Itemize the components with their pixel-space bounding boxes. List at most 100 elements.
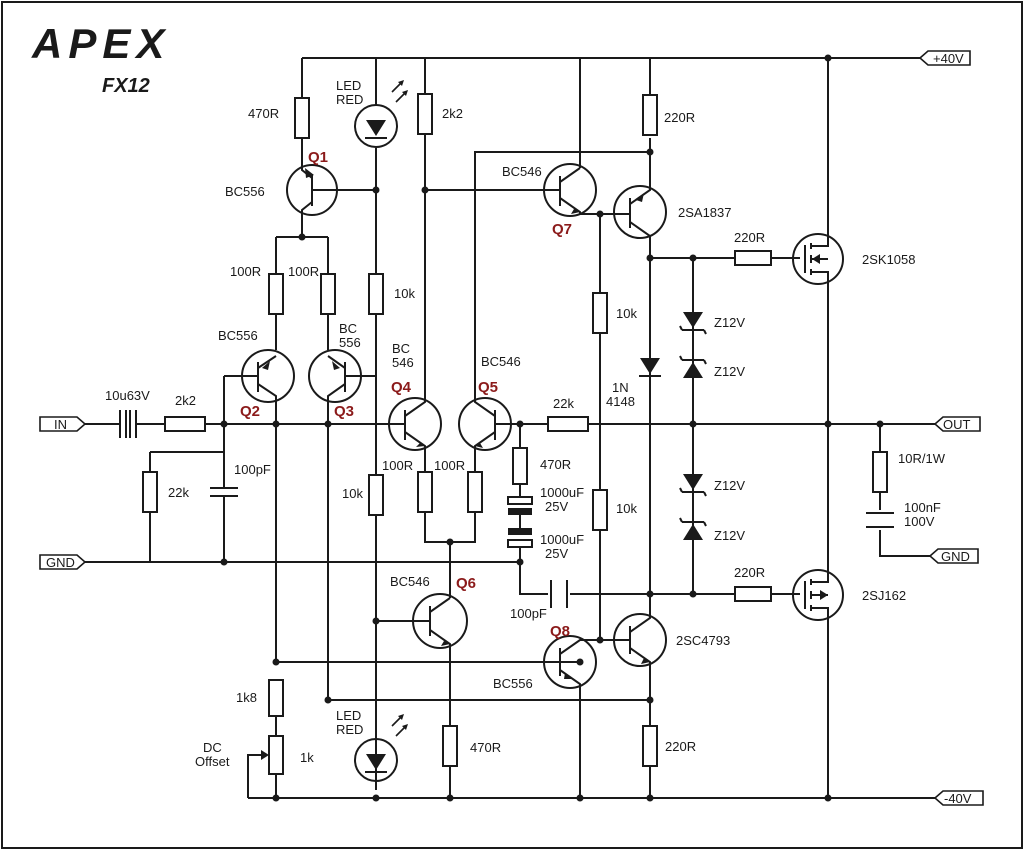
svg-text:546: 546 (392, 355, 414, 370)
svg-text:100nF: 100nF (904, 500, 941, 515)
svg-text:220R: 220R (664, 110, 695, 125)
svg-text:2SC4793: 2SC4793 (676, 633, 730, 648)
resistor-100r-q3: 100R (288, 264, 336, 315)
svg-text:22k: 22k (168, 485, 189, 500)
capacitor-100pf-comp: 100pF (510, 580, 568, 621)
svg-text:Z12V: Z12V (714, 528, 745, 543)
brand-logo: APEX (31, 20, 170, 67)
resistor-220r-top: 220R (642, 94, 695, 136)
port-out: OUT (933, 416, 981, 432)
capacitor-100nf-zobel: 100nF 100V (866, 500, 941, 529)
svg-text:1k: 1k (300, 750, 314, 765)
svg-text:BC546: BC546 (502, 164, 542, 179)
resistor-470r-fb: 470R (512, 447, 571, 485)
svg-text:25V: 25V (545, 546, 568, 561)
resistor-220r-bottom: 220R (642, 725, 696, 767)
resistor-220r-gate-upper: 220R (734, 230, 772, 266)
zener-diode-2: Z12V (679, 355, 745, 379)
svg-text:2SK1058: 2SK1058 (862, 252, 916, 267)
diode-1n4148: 1N 4148 (606, 358, 661, 409)
capacitor-1000uf-a: 1000uF 25V (507, 485, 584, 515)
trimmer-1k: 1k (247, 716, 314, 798)
svg-text:DC: DC (203, 740, 222, 755)
svg-text:10k: 10k (616, 501, 637, 516)
svg-text:1N: 1N (612, 380, 629, 395)
transistor-2sc4793: 2SC4793 (600, 594, 730, 726)
led-red-bottom: LED RED (336, 708, 408, 782)
svg-text:470R: 470R (248, 106, 279, 121)
svg-text:220R: 220R (734, 565, 765, 580)
zener-diode-1: Z12V (679, 312, 745, 335)
model-name: FX12 (102, 75, 150, 97)
svg-text:470R: 470R (540, 457, 571, 472)
svg-text:RED: RED (336, 92, 363, 107)
svg-text:100R: 100R (434, 458, 465, 473)
svg-text:556: 556 (339, 335, 361, 350)
dc-offset-label: DC Offset (195, 740, 230, 769)
resistor-1k8: 1k8 (236, 679, 284, 717)
resistor-22k-input: 22k (142, 471, 189, 513)
svg-text:1k8: 1k8 (236, 690, 257, 705)
input-resistor: 2k2 (164, 393, 206, 432)
svg-text:100R: 100R (382, 458, 413, 473)
capacitor-1000uf-b: 1000uF 25V (507, 528, 584, 561)
svg-text:Offset: Offset (195, 754, 230, 769)
svg-text:10R/1W: 10R/1W (898, 451, 946, 466)
svg-text:LED: LED (336, 708, 361, 723)
transistor-q3: Q3 BC 556 (308, 321, 376, 700)
svg-text:220R: 220R (734, 230, 765, 245)
svg-text:+40V: +40V (933, 51, 964, 66)
svg-text:4148: 4148 (606, 394, 635, 409)
svg-text:Q7: Q7 (552, 221, 572, 238)
resistor-10r-zobel: 10R/1W (872, 451, 946, 493)
svg-text:BC556: BC556 (225, 184, 265, 199)
svg-text:100pF: 100pF (510, 606, 547, 621)
transistor-2sa1837: 2SA1837 (613, 185, 732, 592)
svg-text:GND: GND (46, 555, 75, 570)
svg-text:Q2: Q2 (240, 403, 260, 420)
zener-diode-3: Z12V (679, 474, 745, 497)
port-gnd-right: GND (928, 548, 979, 564)
resistor-22k-feedback: 22k (547, 396, 589, 432)
transistor-q5: Q5 BC546 (458, 151, 650, 480)
svg-text:RED: RED (336, 722, 363, 737)
svg-text:GND: GND (941, 549, 970, 564)
svg-text:IN: IN (54, 417, 67, 432)
svg-text:2k2: 2k2 (175, 393, 196, 408)
transistor-q8: Q8 BC556 (493, 623, 600, 798)
resistor-10k-upper: 10k (592, 292, 637, 334)
transistor-q2: Q2 BC556 (218, 328, 295, 662)
zener-diode-4: Z12V (679, 517, 745, 543)
svg-text:LED: LED (336, 78, 361, 93)
transistor-q7: Q7 BC546 (502, 163, 620, 238)
port-vpos: +40V (918, 50, 971, 66)
svg-text:Q1: Q1 (308, 149, 328, 166)
input-capacitor: 10u63V (105, 388, 150, 438)
svg-text:1000uF: 1000uF (540, 485, 584, 500)
resistor-10k-lower: 10k (592, 489, 637, 531)
svg-text:220R: 220R (665, 739, 696, 754)
resistor-470r-q1: 470R (248, 97, 310, 139)
svg-text:100R: 100R (230, 264, 261, 279)
svg-text:Q4: Q4 (391, 379, 412, 396)
svg-text:1000uF: 1000uF (540, 532, 584, 547)
svg-text:100pF: 100pF (234, 462, 271, 477)
svg-text:2SA1837: 2SA1837 (678, 205, 732, 220)
svg-text:10k: 10k (616, 306, 637, 321)
port-in: IN (39, 416, 87, 432)
svg-text:Q3: Q3 (334, 403, 354, 420)
resistor-100r-q2: 100R (230, 264, 284, 315)
port-gnd-left: GND (39, 554, 87, 570)
resistor-2k2-top: 2k2 (417, 93, 463, 135)
resistor-220r-gate-lower: 220R (734, 565, 772, 602)
svg-text:BC: BC (392, 341, 410, 356)
transistor-q4: Q4 BC 546 (385, 341, 442, 480)
resistor-10k-q6: 10k (342, 474, 384, 516)
svg-text:25V: 25V (545, 499, 568, 514)
svg-text:10k: 10k (394, 286, 415, 301)
transistor-q1: Q1 BC556 (225, 149, 376, 237)
svg-text:Q6: Q6 (456, 575, 476, 592)
svg-text:Q5: Q5 (478, 379, 498, 396)
svg-text:Z12V: Z12V (714, 478, 745, 493)
svg-text:Z12V: Z12V (714, 315, 745, 330)
